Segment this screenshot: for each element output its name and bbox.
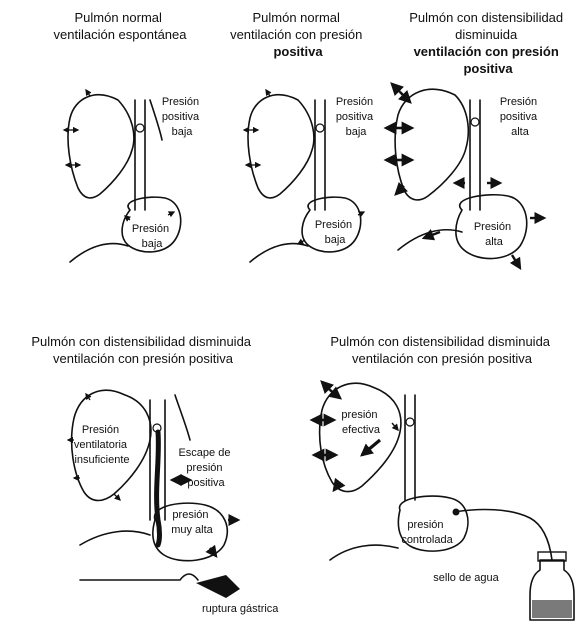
panel-2-chest-label: Presión positiva baja xyxy=(336,96,376,138)
lung-outline-right xyxy=(175,395,190,440)
diaphragm-line xyxy=(250,244,308,262)
rupture-arrow xyxy=(196,575,240,598)
panel-1: Pulmón normal ventilación espontánea Pre… xyxy=(54,10,203,262)
diaphragm-line xyxy=(70,244,128,262)
trachea-ring xyxy=(136,124,144,132)
lung-outline-right xyxy=(150,100,162,140)
panel-4-anatomy xyxy=(68,390,240,598)
panel-4-caption: Pulmón con distensibilidad disminuida ve… xyxy=(31,334,254,366)
panel-1-caption: Pulmón normal ventilación espontánea xyxy=(54,10,188,42)
panel-2-caption: Pulmón normal ventilación con presión po… xyxy=(230,10,366,59)
trachea-outline xyxy=(135,100,145,210)
panel-5: Pulmón con distensibilidad disminuida ve… xyxy=(312,334,574,620)
trachea-ring xyxy=(406,418,414,426)
panel-5-stomach-label: presión controlada xyxy=(401,519,453,546)
lung-outline xyxy=(320,383,401,491)
panel-4-rupture-label: ruptura gástrica xyxy=(202,603,279,615)
trachea-outline xyxy=(315,100,325,210)
panel-3-stomach-label: Presión alta xyxy=(474,221,514,248)
vent-tube xyxy=(454,510,552,560)
diaphragm-line xyxy=(330,545,398,560)
lung-outline xyxy=(248,95,314,198)
lung-outline xyxy=(68,95,134,198)
panel-3-caption: Pulmón con distensibilidad disminuida ve… xyxy=(409,10,567,76)
panel-1-stomach-label: Presión baja xyxy=(132,223,172,250)
panel-1-chest-label: Presión positiva baja xyxy=(162,96,202,138)
panel-5-caption: Pulmón con distensibilidad disminuida ve… xyxy=(330,334,553,366)
esophageal-flow-arrow xyxy=(157,432,160,545)
water-fill xyxy=(532,600,572,618)
trachea-ring xyxy=(316,124,324,132)
trachea-outline xyxy=(405,395,415,500)
panel-3: Pulmón con distensibilidad disminuida ve… xyxy=(386,10,567,268)
diaphragm-line xyxy=(398,230,462,250)
panel-5-lung-label: presión efectiva xyxy=(341,409,380,436)
panel-3-chest-label: Presión positiva alta xyxy=(500,96,540,138)
diaphragm-line xyxy=(80,531,150,545)
panel-4-stomach-label: presión muy alta xyxy=(171,509,213,536)
trachea-outline xyxy=(470,100,480,210)
trachea-ring xyxy=(471,118,479,126)
panel-2: Pulmón normal ventilación con presión po… xyxy=(230,10,376,262)
panel-4: Pulmón con distensibilidad disminuida ve… xyxy=(31,334,279,615)
pressure-arrows xyxy=(312,382,398,490)
panel-4-escape-label: Escape de presión positiva xyxy=(178,447,233,489)
panel-5-seal-label: sello de agua xyxy=(433,572,499,584)
tube-connector xyxy=(453,509,460,516)
panel-2-stomach-label: Presión baja xyxy=(315,219,355,246)
pressure-arrows xyxy=(64,90,174,220)
panel-4-lung-label: Presión ventilatoria insuficiente xyxy=(74,424,130,466)
baseline-line xyxy=(80,574,198,580)
